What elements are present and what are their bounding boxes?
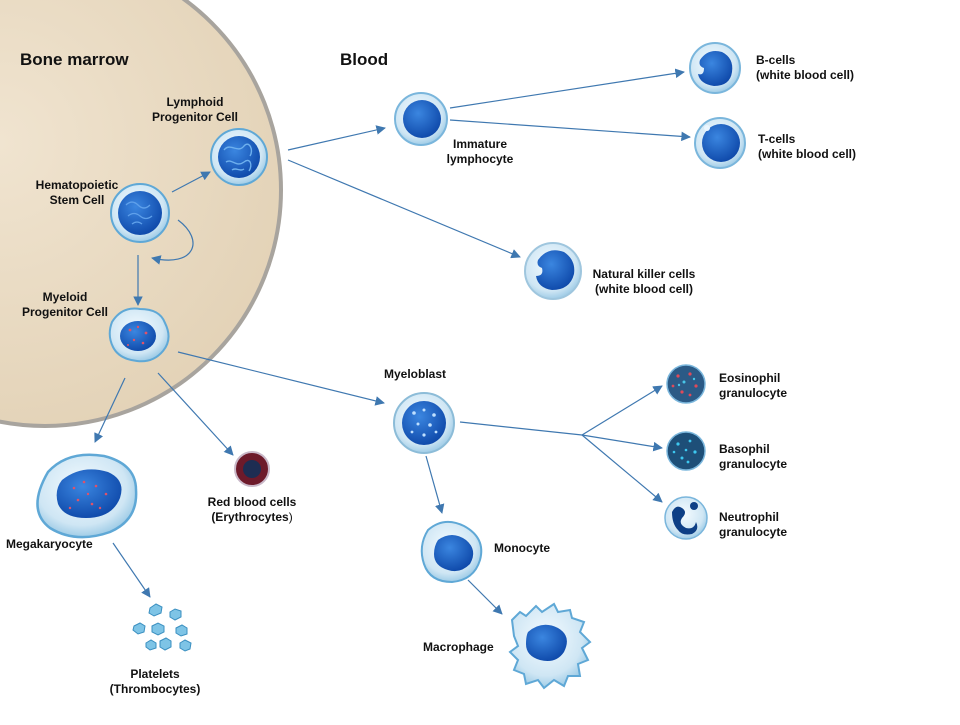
myeloid-progenitor-cell-icon [108,307,170,363]
b-cell-icon [689,42,741,94]
arrow-myeloid-to-rbc [157,372,234,456]
b-cells-label-line1: B-cells [756,53,796,67]
macrophage-label: Macrophage [423,640,494,654]
lymphoid-progenitor-cell-icon [210,128,268,186]
myeloblast-icon [393,392,455,454]
b-cells-label: B-cells (white blood cell) [756,53,854,83]
arrow-to-basophil [581,434,663,452]
arrow-monocyte-to-macrophage [467,579,503,615]
hsc-label-line1: Hematopoietic [35,178,119,192]
megakaryocyte-icon [36,453,138,539]
arrow-lymphoid-to-nk [287,159,521,259]
t-cells-label-line2: (white blood cell) [758,147,856,161]
rbc-label-line2-text: (Erythrocytes [211,510,289,524]
myeloblast-label: Myeloblast [384,367,447,381]
neutrophil-icon [664,496,708,540]
rbc-label-paren: ) [288,510,293,524]
arrow-to-neutrophil [581,434,663,503]
arrow-immature-to-b [449,68,685,109]
eosinophil-label-line1: Eosinophil [719,371,781,385]
platelets-label: Platelets (Thrombocytes) [95,667,215,697]
neutrophil-label-line1: Neutrophil [719,510,779,524]
arrow-hsc-to-lymphoid [171,171,211,193]
immature-lymphocyte-label-line2: lymphocyte [446,152,514,166]
hsc-label: Hematopoietic Stem Cell [22,178,132,208]
immature-lymphocyte-label: Immature lymphocyte [425,137,535,167]
arrow-myeloblast-to-monocyte [425,455,445,514]
eosinophil-icon [666,364,706,404]
lymphoid-label-line2: Progenitor Cell [151,110,238,124]
eosinophil-label-line2: granulocyte [719,386,788,400]
basophil-label-line2: granulocyte [719,457,788,471]
arrow-megakaryocyte-to-platelets [112,542,151,598]
basophil-label: Basophil granulocyte [719,442,787,472]
megakaryocyte-label: Megakaryocyte [6,537,93,551]
basophil-icon [666,431,706,471]
arrow-myeloid-to-megakaryocyte [94,377,126,443]
platelets-label-line1: Platelets [130,667,180,681]
platelets-label-line2: (Thrombocytes) [109,682,201,696]
lymphoid-label-line1: Lymphoid [166,95,224,109]
arrow-hsc-self-renewal [151,219,194,265]
macrophage-icon [508,602,592,690]
myeloid-label-line1: Myeloid [42,290,88,304]
t-cell-icon [694,117,746,169]
blood-title: Blood [340,50,389,69]
arrow-myeloid-to-myeloblast [177,351,385,406]
hematopoietic-stem-cell-icon [110,183,170,243]
monocyte-icon [420,520,483,584]
t-cells-label-line1: T-cells [758,132,796,146]
monocyte-label: Monocyte [494,541,551,555]
nk-cells-label: Natural killer cells (white blood cell) [584,267,704,297]
rbc-label-line2: (Erythrocytes) [192,510,312,525]
natural-killer-cell-icon [524,242,582,300]
platelets-icon [132,603,192,652]
immature-lymphocyte-icon [394,92,448,146]
hsc-label-line2: Stem Cell [49,193,105,207]
arrow-to-eosinophil [581,385,663,436]
red-blood-cell-icon [234,451,270,487]
arrow-lymphoid-to-immature [287,125,386,151]
myeloid-label: Myeloid Progenitor Cell [10,290,120,320]
arrow-immature-to-t [449,119,691,142]
rbc-label: Red blood cells (Erythrocytes) [192,495,312,525]
nk-cells-label-line2: (white blood cell) [595,282,693,296]
immature-lymphocyte-label-line1: Immature [452,137,508,151]
bone-marrow-title: Bone marrow [20,50,129,69]
myeloid-label-line2: Progenitor Cell [21,305,108,319]
neutrophil-label: Neutrophil granulocyte [719,510,787,540]
b-cells-label-line2: (white blood cell) [756,68,854,82]
arrow-myeloblast-to-granulocytes [459,421,583,436]
rbc-label-line1: Red blood cells [207,495,297,509]
lymphoid-label: Lymphoid Progenitor Cell [140,95,250,125]
eosinophil-label: Eosinophil granulocyte [719,371,787,401]
neutrophil-label-line2: granulocyte [719,525,788,539]
arrows [94,68,691,615]
t-cells-label: T-cells (white blood cell) [758,132,856,162]
nk-cells-label-line1: Natural killer cells [592,267,696,281]
basophil-label-line1: Basophil [719,442,770,456]
